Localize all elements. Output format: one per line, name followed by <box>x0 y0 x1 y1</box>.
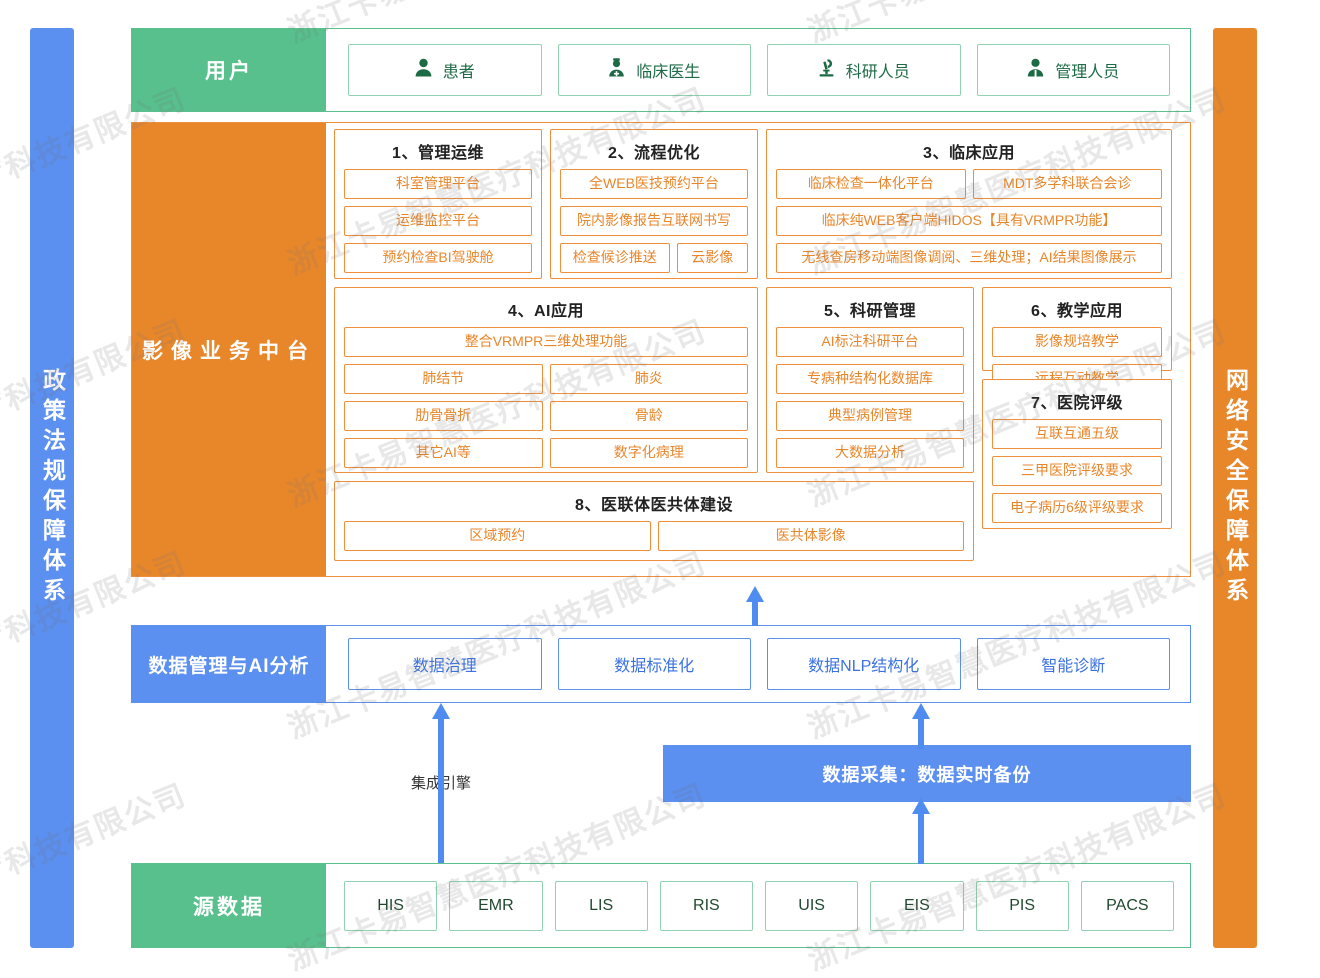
group-item[interactable]: 影像规培教学 <box>992 327 1162 357</box>
user-row: 用户 患者 临床医生 科研人员 <box>131 28 1191 112</box>
group-ai-applications: 4、AI应用 整合VRMPR三维处理功能 肺结节 肺炎 肋骨骨折 骨龄 其它AI… <box>334 287 758 473</box>
data-collection-bar-label: 数据采集：数据实时备份 <box>822 764 1032 785</box>
group-research-management: 5、科研管理 AI标注科研平台 专病种结构化数据库 典型病例管理 大数据分析 <box>766 287 974 473</box>
imaging-business-midplatform-label: 影像业务中台 <box>132 123 326 576</box>
group-item[interactable]: AI标注科研平台 <box>776 327 964 357</box>
group-item[interactable]: 院内影像报告互联网书写 <box>560 206 748 236</box>
group-item[interactable]: 无线查房移动端图像调阅、三维处理；AI结果图像展示 <box>776 243 1162 273</box>
group-process-optimization: 2、流程优化 全WEB医技预约平台 院内影像报告互联网书写 检查候诊推送 云影像 <box>550 129 758 279</box>
user-row-label-text: 用户 <box>205 60 253 83</box>
group-title: 6、教学应用 <box>1031 303 1123 320</box>
imaging-business-midplatform-panel: 影像业务中台 1、管理运维 科室管理平台 运维监控平台 预约检查BI驾驶舱 2、… <box>131 122 1191 577</box>
source-data-card[interactable]: EMR <box>449 880 543 931</box>
group-title: 7、医院评级 <box>1031 395 1123 412</box>
source-data-card[interactable]: UIS <box>765 880 859 931</box>
user-card-researcher[interactable]: 科研人员 <box>767 44 961 96</box>
data-collection-bar: 数据采集：数据实时备份 <box>663 745 1191 802</box>
user-card-patient[interactable]: 患者 <box>348 44 542 96</box>
group-item[interactable]: 区域预约 <box>344 521 651 551</box>
user-card-label: 管理人员 <box>1055 64 1120 81</box>
user-card-label: 科研人员 <box>845 64 910 81</box>
doctor-icon <box>608 58 625 82</box>
data-management-row: 数据管理与AI分析 数据治理 数据标准化 数据NLP结构化 智能诊断 <box>131 625 1191 703</box>
group-item[interactable]: 电子病历6级评级要求 <box>992 493 1162 523</box>
arrow-to-midplatform <box>745 586 765 626</box>
group-hospital-rating: 7、医院评级 互联互通五级 三甲医院评级要求 电子病历6级评级要求 <box>982 379 1172 529</box>
group-item[interactable]: 肋骨骨折 <box>344 401 543 431</box>
source-data-card-list: HIS EMR LIS RIS UIS EIS PIS PACS <box>326 864 1192 947</box>
source-data-card[interactable]: RIS <box>659 880 753 931</box>
group-management-ops: 1、管理运维 科室管理平台 运维监控平台 预约检查BI驾驶舱 <box>334 129 542 279</box>
group-item[interactable]: 预约检查BI驾驶舱 <box>344 243 532 273</box>
midplatform-groups: 1、管理运维 科室管理平台 运维监控平台 预约检查BI驾驶舱 2、流程优化 全W… <box>326 123 1190 576</box>
group-item[interactable]: 临床纯WEB客户端HIDOS【具有VRMPR功能】 <box>776 206 1162 236</box>
user-card-label: 患者 <box>442 64 475 81</box>
patient-icon <box>415 58 432 82</box>
source-data-card[interactable]: PIS <box>975 880 1069 931</box>
data-management-card[interactable]: 数据NLP结构化 <box>767 638 961 690</box>
group-item[interactable]: 数字化病理 <box>549 438 748 468</box>
source-data-card[interactable]: LIS <box>554 880 648 931</box>
network-security-sidebar-label: 网络安全保障体系 <box>1222 368 1249 608</box>
user-card-list: 患者 临床医生 科研人员 管理人员 <box>326 29 1192 111</box>
group-title: 4、AI应用 <box>508 303 584 320</box>
group-item[interactable]: 云影像 <box>676 243 748 273</box>
source-data-row-label: 源数据 <box>132 864 326 947</box>
group-item[interactable]: 专病种结构化数据库 <box>776 364 964 394</box>
group-medical-alliance: 8、医联体医共体建设 区域预约 医共体影像 <box>334 481 974 561</box>
user-card-label: 临床医生 <box>636 64 701 81</box>
arrow-collect-to-datamgmt <box>911 703 931 749</box>
data-management-row-label-text: 数据管理与AI分析 <box>148 655 310 677</box>
group-item[interactable]: 科室管理平台 <box>344 169 532 199</box>
network-security-sidebar: 网络安全保障体系 <box>1213 28 1257 948</box>
data-management-card[interactable]: 数据治理 <box>348 638 542 690</box>
data-management-card-list: 数据治理 数据标准化 数据NLP结构化 智能诊断 <box>326 626 1192 702</box>
source-data-card[interactable]: PACS <box>1080 880 1174 931</box>
group-teaching-applications: 6、教学应用 影像规培教学 远程互动教学 <box>982 287 1172 394</box>
group-item[interactable]: 整合VRMPR三维处理功能 <box>344 327 748 357</box>
group-title: 5、科研管理 <box>824 303 916 320</box>
arrow-source-to-collect <box>911 798 931 864</box>
group-item[interactable]: MDT多学科联合会诊 <box>972 169 1162 199</box>
group-item[interactable]: 肺结节 <box>344 364 543 394</box>
source-data-row: 源数据 HIS EMR LIS RIS UIS EIS PIS PACS <box>131 863 1191 948</box>
arrow-integration-engine <box>431 703 451 863</box>
microscope-icon <box>818 58 835 82</box>
policy-regulation-sidebar: 政策法规保障体系 <box>30 28 74 948</box>
group-item[interactable]: 检查候诊推送 <box>560 243 670 273</box>
group-item[interactable]: 医共体影像 <box>657 521 964 551</box>
data-management-row-label: 数据管理与AI分析 <box>132 626 326 702</box>
group-item[interactable]: 典型病例管理 <box>776 401 964 431</box>
group-item[interactable]: 骨龄 <box>549 401 748 431</box>
group-item[interactable]: 大数据分析 <box>776 438 964 468</box>
user-card-administrator[interactable]: 管理人员 <box>976 44 1170 96</box>
group-title: 1、管理运维 <box>392 145 484 162</box>
group-item[interactable]: 互联互通五级 <box>992 419 1162 449</box>
group-item[interactable]: 全WEB医技预约平台 <box>560 169 748 199</box>
group-title: 8、医联体医共体建设 <box>575 497 733 514</box>
source-data-card[interactable]: EIS <box>870 880 964 931</box>
source-data-card[interactable]: HIS <box>344 880 438 931</box>
group-item[interactable]: 运维监控平台 <box>344 206 532 236</box>
group-item[interactable]: 肺炎 <box>549 364 748 394</box>
user-card-clinician[interactable]: 临床医生 <box>557 44 751 96</box>
group-clinical-applications: 3、临床应用 临床检查一体化平台 MDT多学科联合会诊 临床纯WEB客户端HID… <box>766 129 1172 279</box>
group-title: 3、临床应用 <box>923 145 1015 162</box>
user-row-label: 用户 <box>132 29 326 111</box>
data-management-card[interactable]: 数据标准化 <box>557 638 751 690</box>
source-data-row-label-text: 源数据 <box>193 895 265 919</box>
data-management-card[interactable]: 智能诊断 <box>976 638 1170 690</box>
group-title: 2、流程优化 <box>608 145 700 162</box>
group-item[interactable]: 三甲医院评级要求 <box>992 456 1162 486</box>
imaging-business-midplatform-label-text: 影像业务中台 <box>142 339 316 363</box>
policy-regulation-sidebar-label: 政策法规保障体系 <box>39 368 66 608</box>
group-item[interactable]: 临床检查一体化平台 <box>776 169 966 199</box>
group-item[interactable]: 其它AI等 <box>344 438 543 468</box>
manager-icon <box>1027 58 1044 82</box>
